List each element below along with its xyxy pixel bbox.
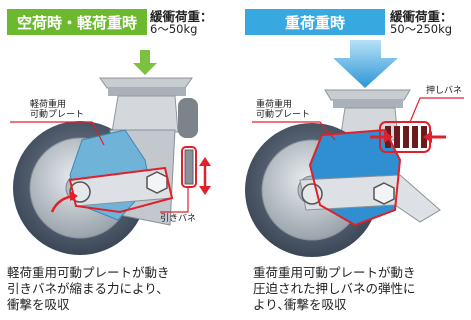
heavy-load-range: 緩衝荷重： 50～250kg bbox=[390, 10, 453, 36]
pull-spring-label: 引きバネ bbox=[160, 214, 197, 224]
heavy-load-badge: 重荷重時 bbox=[245, 9, 385, 35]
light-load-arrow-icon bbox=[133, 50, 157, 75]
push-spring-label: 押しバネ bbox=[426, 86, 463, 96]
light-plate-label: 軽荷重用 可動プレート bbox=[30, 100, 85, 120]
light-load-range: 緩衝荷重： 6～50kg bbox=[150, 10, 213, 36]
light-load-badge: 空荷時・軽荷重時 bbox=[7, 9, 147, 35]
light-load-caster bbox=[10, 50, 211, 255]
heavy-load-caption: 重荷重用可動プレートが動き 圧迫された押しバネの弾性に より､衝撃を吸収 bbox=[253, 265, 416, 312]
heavy-plate-label: 重荷重用 可動プレート bbox=[256, 100, 311, 120]
heavy-load-caster bbox=[245, 40, 464, 257]
light-load-value: 6～50kg bbox=[150, 22, 198, 36]
heavy-load-title: 緩衝荷重： bbox=[390, 9, 453, 24]
heavy-load-value: 50～250kg bbox=[390, 22, 453, 36]
light-load-title: 緩衝荷重： bbox=[150, 9, 213, 24]
light-load-caption: 軽荷重用可動プレートが動き 引きバネが縮まる力により、 衝撃を吸収 bbox=[7, 265, 170, 312]
heavy-load-arrow-icon bbox=[333, 40, 398, 88]
